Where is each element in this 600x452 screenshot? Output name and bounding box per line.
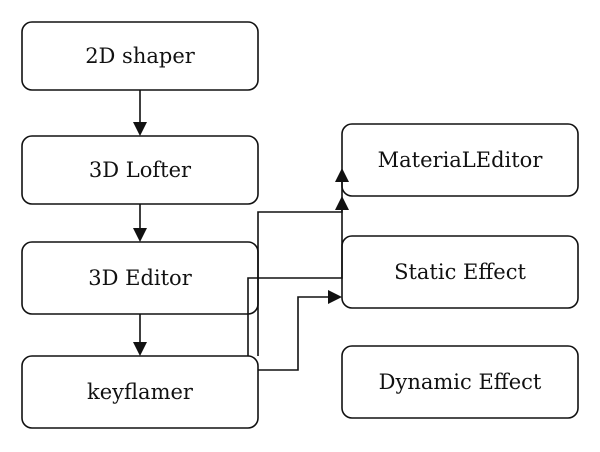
edge-keyflamer-to-material-editor-line xyxy=(257,182,343,356)
node-2d-shaper: 2D shaper xyxy=(21,21,259,91)
node-material-editor-label: MateriaLEditor xyxy=(378,148,544,172)
edge-keyflamer-to-material-editor xyxy=(257,168,349,356)
edge-lofter-to-editor xyxy=(133,204,147,242)
node-dynamic-effect-box xyxy=(341,345,579,419)
node-2d-shaper-label: 2D shaper xyxy=(85,44,196,68)
edge-editor-to-keyflamer-arrowhead xyxy=(133,342,147,356)
edge-editor-to-material-editor xyxy=(247,196,349,356)
node-3d-lofter-label: 3D Lofter xyxy=(89,158,192,182)
edge-lofter-to-editor-arrowhead xyxy=(133,228,147,242)
edge-shaper-to-lofter-arrowhead xyxy=(133,122,147,136)
edge-editor-to-keyflamer xyxy=(133,314,147,356)
edge-editor-to-material-editor-arrowhead xyxy=(335,196,349,210)
node-material-editor-box xyxy=(341,123,579,197)
node-static-effect-label: Static Effect xyxy=(394,260,526,284)
edge-keyflamer-to-static-effect-line xyxy=(258,296,328,371)
edge-keyflamer-to-static-effect xyxy=(258,290,342,371)
node-dynamic-effect-label: Dynamic Effect xyxy=(379,370,542,394)
node-3d-lofter: 3D Lofter xyxy=(21,135,259,205)
edge-editor-to-material-editor-line xyxy=(247,210,343,356)
node-static-effect: Static Effect xyxy=(341,235,579,309)
node-keyflamer: keyflamer xyxy=(21,355,259,429)
edge-keyflamer-to-material-editor-arrowhead xyxy=(335,168,349,182)
edge-keyflamer-to-static-effect-arrowhead xyxy=(328,290,342,304)
node-keyflamer-label: keyflamer xyxy=(87,380,194,404)
node-dynamic-effect: Dynamic Effect xyxy=(341,345,579,419)
node-material-editor: MateriaLEditor xyxy=(341,123,579,197)
node-3d-editor-label: 3D Editor xyxy=(88,266,192,290)
node-3d-editor: 3D Editor xyxy=(21,241,259,315)
edge-shaper-to-lofter xyxy=(133,90,147,136)
